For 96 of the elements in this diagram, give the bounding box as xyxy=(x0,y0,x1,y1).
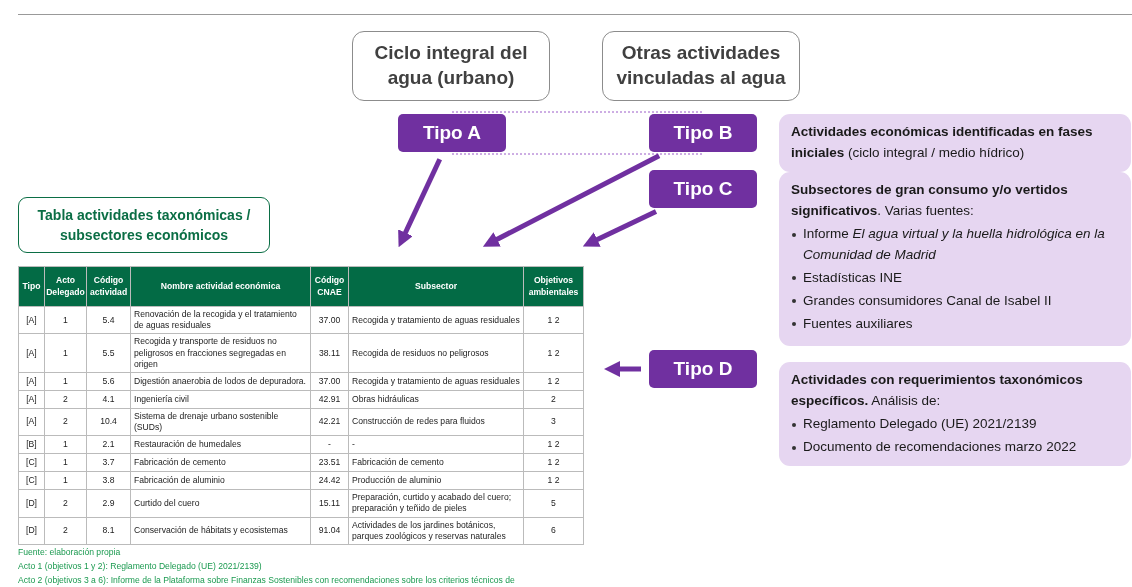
arrow xyxy=(604,361,641,377)
table-cell: 2 xyxy=(45,517,87,545)
table-cell: Actividades de los jardines botánicos, parques zoológicos y reservas naturales xyxy=(349,517,524,545)
bullet-item: Grandes consumidores Canal de Isabel II xyxy=(791,290,1119,312)
bullet-item: Informe El agua virtual y la huella hidrológica en la Comunidad de Madrid xyxy=(791,223,1119,266)
table-cell: 5 xyxy=(524,490,584,518)
table-cell: 37.00 xyxy=(311,307,349,335)
table-cell: Fabricación de cemento xyxy=(349,454,524,473)
table-cell: 5.4 xyxy=(87,307,131,335)
table-cell: 2.9 xyxy=(87,490,131,518)
table-cell: 2 xyxy=(45,408,87,437)
type-tag xyxy=(649,170,757,208)
table-cell: [A] xyxy=(19,408,45,437)
footnote: Acto 1 (objetivos 1 y 2): Reglamento Delegado (UE) 2021/2139) xyxy=(18,560,263,573)
box-text: Tabla actividades taxonómicas / subsectores económicos xyxy=(36,205,252,245)
table-cell: 91.04 xyxy=(311,517,349,545)
info-panel xyxy=(779,362,1131,466)
table-cell: - xyxy=(311,436,349,455)
table-cell: [B] xyxy=(19,436,45,455)
type-tag xyxy=(649,114,757,152)
box-text: Tipo B xyxy=(673,122,733,144)
table-cell: [C] xyxy=(19,454,45,473)
bullet-item: Documento de recomendaciones marzo 2022 xyxy=(791,436,1119,458)
box-text: Tipo C xyxy=(673,178,733,200)
table-cell: 6 xyxy=(524,517,584,545)
table-cell: - xyxy=(349,436,524,455)
table-cell: 3.7 xyxy=(87,454,131,473)
table-cell: Producción de aluminio xyxy=(349,472,524,491)
table-cell: 8.1 xyxy=(87,517,131,545)
arrow xyxy=(482,153,661,247)
table-cell: Fabricación de aluminio xyxy=(131,472,311,491)
header-cell: Acto Delegado xyxy=(45,267,87,307)
table-cell: 1 2 xyxy=(524,472,584,491)
table-cell: [C] xyxy=(19,472,45,491)
table-cell: Recogida y tratamiento de aguas residuales xyxy=(349,307,524,335)
footnote: Acto 2 (objetivos 3 a 6): Informe de la Plataforma sobre Finanzas Sostenibles con recomendaciones sobre los criterios técnicos de xyxy=(18,574,516,587)
table-cell: 24.42 xyxy=(311,472,349,491)
header-cell: Tipo xyxy=(19,267,45,307)
table-cell: 3 xyxy=(524,408,584,437)
table-cell: 38.11 xyxy=(311,334,349,373)
category-box xyxy=(602,31,800,101)
box-text: Ciclo integral del agua (urbano) xyxy=(373,41,529,90)
type-tag xyxy=(649,350,757,388)
table-cell: 3.8 xyxy=(87,472,131,491)
table-cell: 23.51 xyxy=(311,454,349,473)
header-cell: Objetivos ambientales xyxy=(524,267,584,307)
table-cell: [D] xyxy=(19,490,45,518)
table-title-box xyxy=(18,197,270,253)
box-text: Tipo A xyxy=(422,122,482,144)
arrow xyxy=(398,158,442,248)
table-cell: Recogida y transporte de residuos no peligrosos en fracciones segregadas en origen xyxy=(131,334,311,373)
table-cell: [D] xyxy=(19,517,45,545)
table-cell: 1 2 xyxy=(524,436,584,455)
box-text: Actividades económicas identificadas en fases iniciales (ciclo integral / medio hídrico) xyxy=(791,123,1094,162)
table-cell: 1 xyxy=(45,334,87,373)
header-cell: Nombre actividad económica xyxy=(131,267,311,307)
table-cell: Conservación de hábitats y ecosistemas xyxy=(131,517,311,545)
box-text: Actividades con requerimientos taxonómicos específicos. Análisis de: xyxy=(791,371,1084,410)
table-cell: 1 xyxy=(45,436,87,455)
box-text: Tipo D xyxy=(673,358,733,380)
box-text: Subsectores de gran consumo y/o vertidos significativos. Varias fuentes: xyxy=(791,181,1069,220)
table-cell: Fabricación de cemento xyxy=(131,454,311,473)
arrow xyxy=(582,209,658,247)
table-cell: 1 xyxy=(45,454,87,473)
table-cell: 1 xyxy=(45,307,87,335)
table-cell: Construcción de redes para fluidos xyxy=(349,408,524,437)
category-box xyxy=(352,31,550,101)
table-cell: [A] xyxy=(19,307,45,335)
box-text: Otras actividades vinculadas al agua xyxy=(615,41,787,90)
table-cell: 1 2 xyxy=(524,454,584,473)
table-cell: 42.21 xyxy=(311,408,349,437)
table-cell: Curtido del cuero xyxy=(131,490,311,518)
bullet-item: Fuentes auxiliares xyxy=(791,313,1119,335)
bullet-item: Estadísticas INE xyxy=(791,267,1119,289)
table-cell: 2 xyxy=(45,490,87,518)
header-cell: Código actividad xyxy=(87,267,131,307)
bullet-item: Reglamento Delegado (UE) 2021/2139 xyxy=(791,413,1119,435)
info-panel xyxy=(779,172,1131,346)
table-cell: 1 2 xyxy=(524,334,584,373)
table-cell: 1 2 xyxy=(524,307,584,335)
table-cell: 1 xyxy=(45,472,87,491)
table-cell: Renovación de la recogida y el tratamiento de aguas residuales xyxy=(131,307,311,335)
table-cell: Preparación, curtido y acabado del cuero; preparación y teñido de pieles xyxy=(349,490,524,518)
table-cell: 10.4 xyxy=(87,408,131,437)
table-cell: 2.1 xyxy=(87,436,131,455)
type-tag xyxy=(398,114,506,152)
table-cell: Sistema de drenaje urbano sostenible (SUDs) xyxy=(131,408,311,437)
table-cell: Recogida de residuos no peligrosos xyxy=(349,334,524,373)
table-cell: Restauración de humedales xyxy=(131,436,311,455)
header-cell: Código CNAE xyxy=(311,267,349,307)
footnote: Fuente: elaboración propia xyxy=(18,546,122,559)
info-panel xyxy=(779,114,1131,172)
table-cell: 5.5 xyxy=(87,334,131,373)
table-cell: 15.11 xyxy=(311,490,349,518)
table-cell: [A] xyxy=(19,334,45,373)
header-cell: Subsector xyxy=(349,267,524,307)
